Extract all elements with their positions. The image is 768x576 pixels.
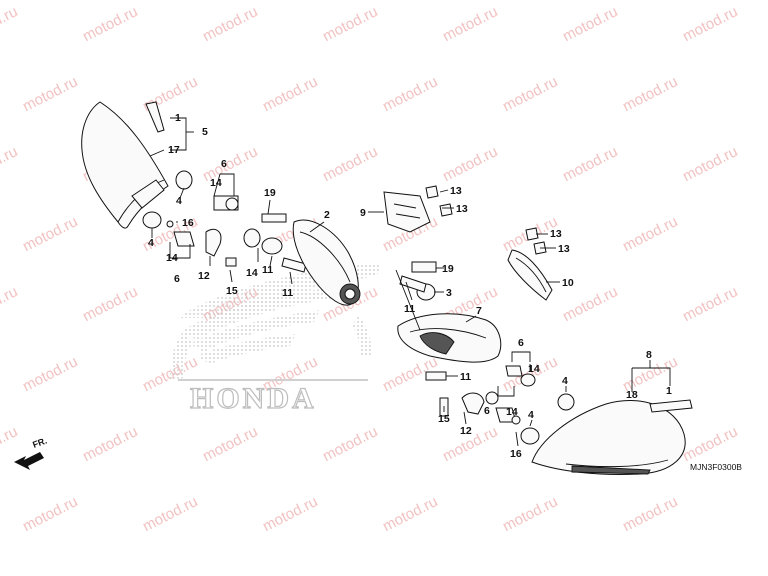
callout-14-left-mid: 14 <box>246 267 258 279</box>
callout-12-left: 12 <box>198 270 210 282</box>
callout-18: 18 <box>626 389 638 401</box>
callout-15-left: 15 <box>226 285 238 297</box>
brand-honda-text: HONDA <box>190 382 317 415</box>
callout-5: 5 <box>202 126 208 138</box>
diagram-code: MJN3F0300B <box>690 462 742 472</box>
callout-19-center: 19 <box>442 263 454 275</box>
callout-6-left-upper: 6 <box>221 158 227 170</box>
callout-14-left-upper: 14 <box>210 177 222 189</box>
leader-lines <box>149 117 671 447</box>
heel-guard-upper <box>383 185 453 233</box>
callout-11-center: 11 <box>404 303 415 315</box>
callout-1-upper: 1 <box>175 112 181 124</box>
callout-15-right: 15 <box>438 413 450 425</box>
callout-6-right-upper: 6 <box>518 337 524 349</box>
callout-11-right: 11 <box>460 371 471 383</box>
right-side-cover <box>531 399 693 475</box>
callout-8: 8 <box>646 349 652 361</box>
callout-6-right-lower: 6 <box>484 405 490 417</box>
callout-4-left-upper: 4 <box>176 195 182 207</box>
callout-1-lower: 1 <box>666 385 672 397</box>
heel-guard-right <box>507 227 553 301</box>
callout-16-left: 16 <box>182 217 194 229</box>
left-side-cover <box>81 101 169 229</box>
callout-3: 3 <box>446 287 452 299</box>
fr-direction-label: FR. <box>31 436 48 450</box>
callout-13-right-lower: 13 <box>558 243 570 255</box>
left-parts-group <box>142 170 307 273</box>
callout-4-left-lower: 4 <box>148 237 154 249</box>
callout-11-left-lower: 11 <box>282 287 293 299</box>
callout-2: 2 <box>324 209 330 221</box>
callout-12-right: 12 <box>460 425 472 437</box>
callout-17: 17 <box>168 144 180 156</box>
callout-4-right-lower: 4 <box>528 409 534 421</box>
callout-7: 7 <box>476 305 482 317</box>
callout-13-mid: 13 <box>456 203 468 215</box>
callout-labels: 1 5 17 4 4 16 6 14 14 6 12 15 14 19 11 1… <box>148 112 672 460</box>
callout-11-left-upper: 11 <box>262 264 273 276</box>
right-parts-group <box>439 365 575 445</box>
callout-10: 10 <box>562 277 574 289</box>
callout-13-upper: 13 <box>450 185 462 197</box>
callout-14-right-lower: 14 <box>506 406 518 418</box>
left-footrest-bracket <box>292 219 361 306</box>
front-direction-arrow <box>14 452 44 470</box>
callout-9: 9 <box>360 207 366 219</box>
callout-14-left-lower: 14 <box>166 252 178 264</box>
right-footrest-bracket <box>397 261 502 381</box>
callout-13-right-upper: 13 <box>550 228 562 240</box>
callout-14-right-upper: 14 <box>528 363 540 375</box>
callout-16-right: 16 <box>510 448 522 460</box>
callout-4-right-upper: 4 <box>562 375 568 387</box>
callout-6-left-lower: 6 <box>174 273 180 285</box>
callout-19-left: 19 <box>264 187 276 199</box>
